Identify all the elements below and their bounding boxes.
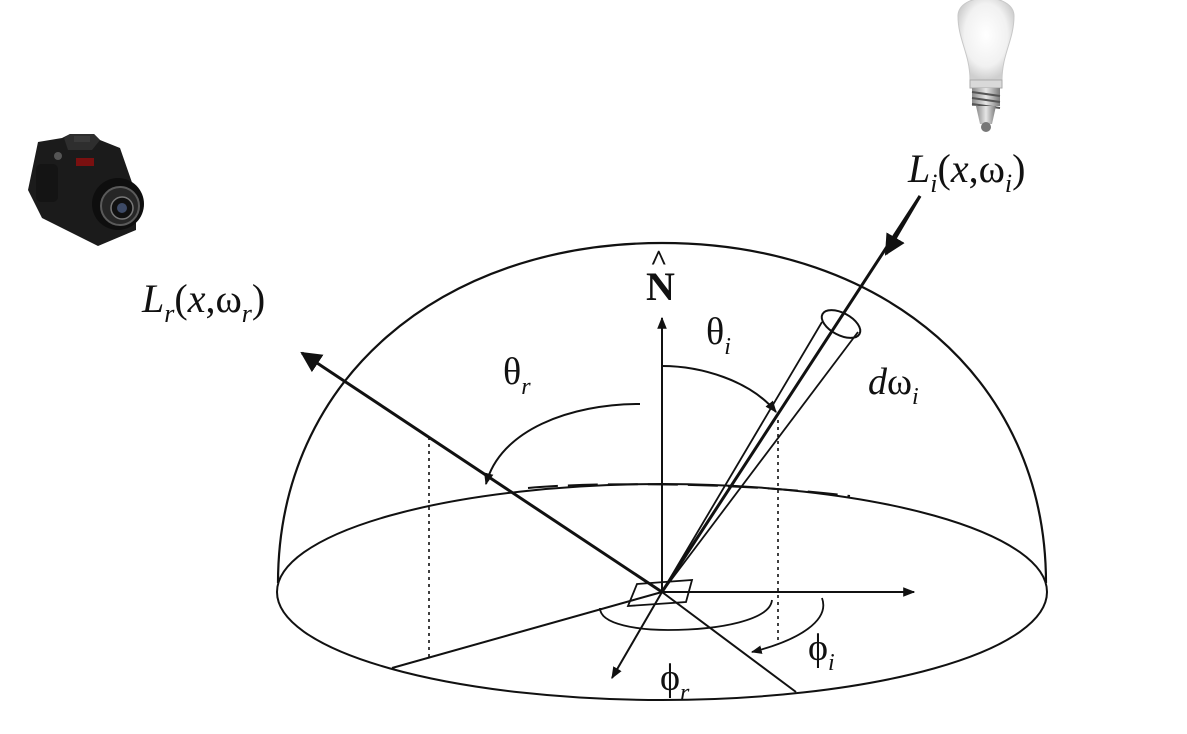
solid-angle-label: dωi: [868, 361, 919, 410]
theta-i-label: θi: [706, 311, 731, 360]
normal-label: N: [646, 264, 675, 309]
theta-i-arc: [661, 365, 777, 413]
surface-patch: [626, 579, 694, 607]
reflected-ray: [300, 351, 663, 594]
cone-edge-right: [661, 331, 859, 593]
hemisphere-dome: [276, 241, 1048, 584]
bitangent-axis: [611, 591, 663, 680]
phi-r-arc: [599, 599, 773, 631]
incident-ray: [660, 195, 922, 593]
hemisphere-back-arc: [527, 483, 851, 497]
base-plane-lines: [391, 420, 797, 693]
phi-i-label: ϕi: [808, 627, 835, 676]
incident-radiance-label: Li(x,ωi): [907, 146, 1025, 198]
light-bulb-icon: [957, 0, 1015, 132]
theta-r-label: θr: [503, 351, 531, 400]
reflected-radiance-label: Lr(x,ωr): [141, 276, 265, 328]
phi-i-arc: [750, 597, 825, 654]
camera-icon: [28, 134, 144, 246]
solid-angle-cone: [661, 309, 862, 593]
incident-projection-line: [661, 591, 797, 693]
normal-hat: ^: [650, 244, 667, 277]
phi-r-label: ϕr: [660, 657, 690, 706]
reflected-projection-line: [391, 591, 663, 669]
cone-edge-left: [661, 321, 823, 593]
incident-ray-arrow: [884, 195, 922, 256]
cone-cap: [820, 309, 862, 339]
theta-r-arc: [484, 403, 641, 486]
